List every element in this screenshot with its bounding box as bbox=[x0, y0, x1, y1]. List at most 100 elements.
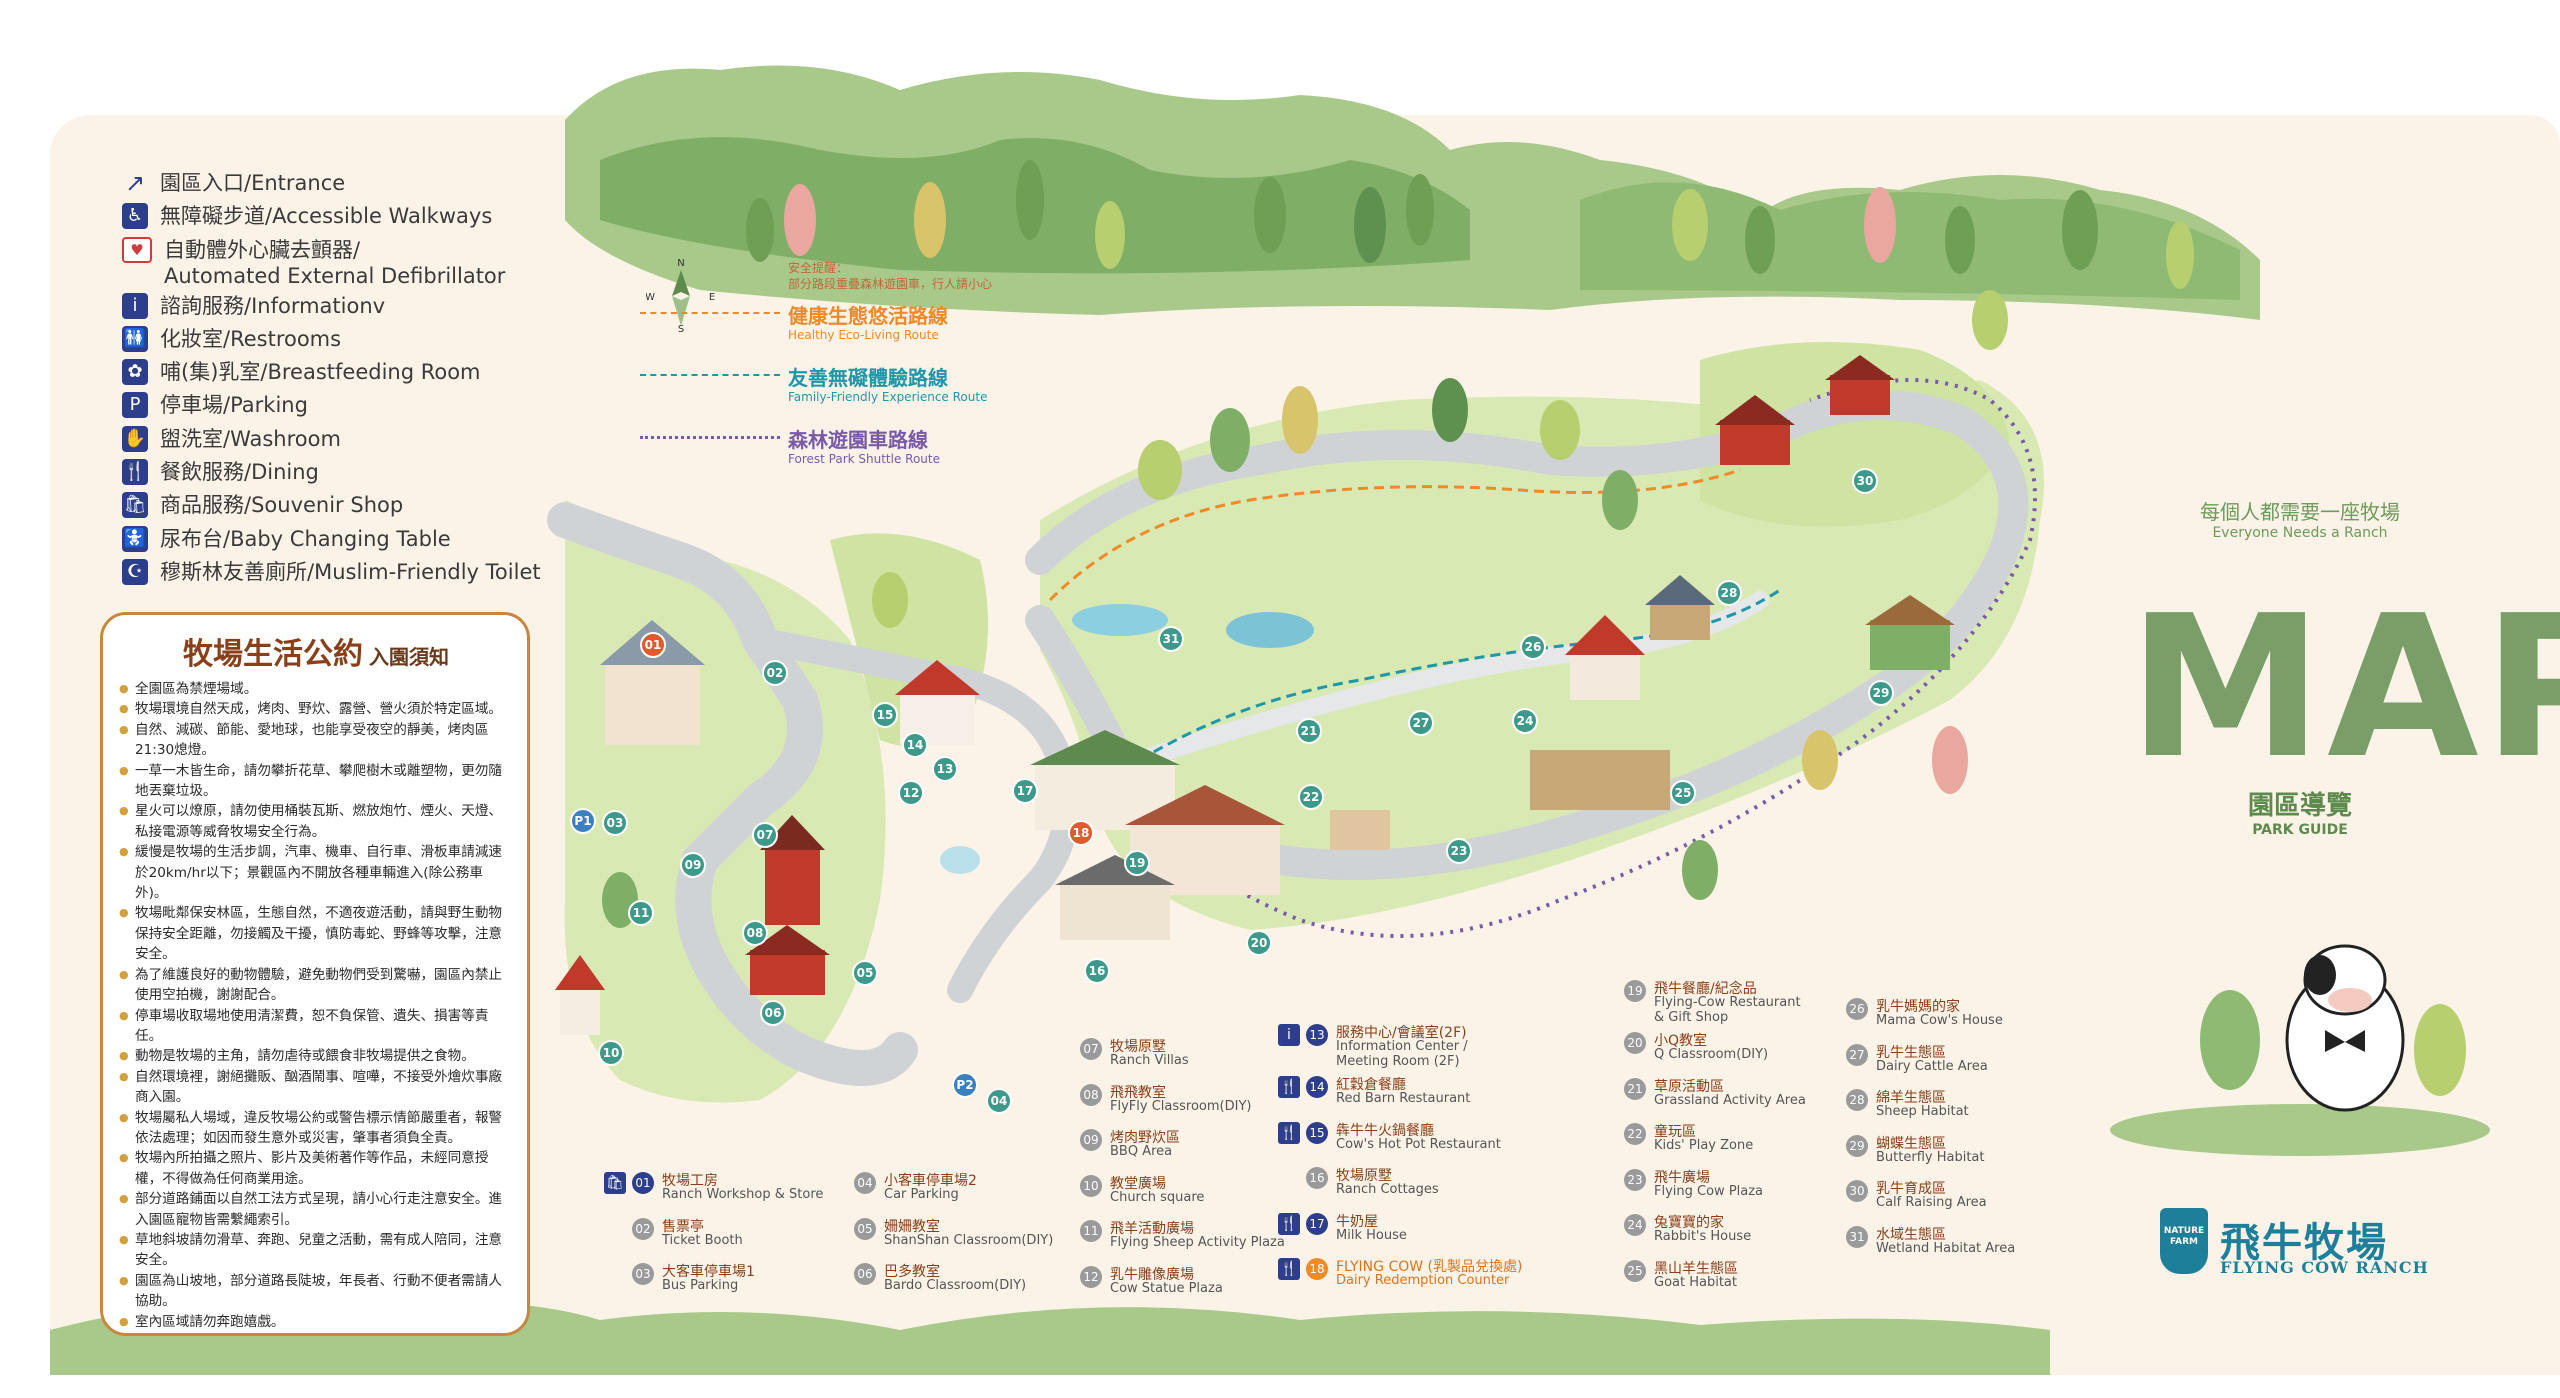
shop-icon: 🛍 bbox=[604, 1172, 626, 1194]
index-name-en: Ranch Villas bbox=[1110, 1053, 1189, 1068]
map-marker-13[interactable]: 13 bbox=[932, 756, 958, 782]
map-marker-28[interactable]: 28 bbox=[1716, 580, 1742, 606]
map-marker-03[interactable]: 03 bbox=[602, 810, 628, 836]
map-marker-21[interactable]: 21 bbox=[1296, 718, 1322, 744]
index-name-zh: 小客車停車場2 bbox=[884, 1173, 977, 1189]
cow-muzzle bbox=[2328, 988, 2372, 1012]
map-marker-17[interactable]: 17 bbox=[1012, 778, 1038, 804]
index-name-zh: 乳牛育成區 bbox=[1876, 1181, 1946, 1197]
route-family-en: Family-Friendly Experience Route bbox=[788, 390, 988, 404]
east-grass bbox=[1700, 342, 2010, 527]
map-marker-18[interactable]: 18 bbox=[1068, 820, 1094, 846]
map-marker-20[interactable]: 20 bbox=[1246, 930, 1272, 956]
map-marker-19[interactable]: 19 bbox=[1124, 850, 1150, 876]
index-name-zh: 乳牛媽媽的家 bbox=[1876, 999, 1960, 1015]
legend-label: 穆斯林友善廁所/Muslim-Friendly Toilet bbox=[160, 559, 541, 584]
info-icon: i bbox=[1278, 1024, 1300, 1046]
brand-name-zh: 飛牛牧場 bbox=[2220, 1220, 2388, 1266]
map-marker-10[interactable]: 10 bbox=[598, 1040, 624, 1066]
route-key: 安全提醒： 部分路段重疊森林遊園車，行人請小心 健康生態悠活路線 Healthy… bbox=[640, 260, 1060, 486]
map-marker-01[interactable]: 01 bbox=[640, 632, 666, 658]
baby-changing-icon: 🚼 bbox=[122, 525, 148, 552]
index-name-en: Church square bbox=[1110, 1189, 1205, 1205]
tree-clusters bbox=[602, 290, 2008, 928]
map-marker-07[interactable]: 07 bbox=[752, 822, 778, 848]
map-marker-15[interactable]: 15 bbox=[872, 702, 898, 728]
index-number: 03 bbox=[632, 1263, 654, 1285]
map-marker-27[interactable]: 27 bbox=[1408, 710, 1434, 736]
rule-item: 室內區域請勿奔跑嬉戲。 bbox=[119, 1312, 513, 1333]
map-marker-23[interactable]: 23 bbox=[1446, 838, 1472, 864]
map-marker-14[interactable]: 14 bbox=[902, 732, 928, 758]
index-number: 19 bbox=[1624, 980, 1646, 1002]
map-marker-06[interactable]: 06 bbox=[760, 1000, 786, 1026]
map-marker-02[interactable]: 02 bbox=[762, 660, 788, 686]
index-name-en: Ranch Workshop & Store bbox=[662, 1187, 824, 1202]
index-name-zh: 蝴蝶生態區 bbox=[1876, 1135, 1946, 1152]
map-marker-24[interactable]: 24 bbox=[1512, 708, 1538, 734]
map-marker-p2[interactable]: P2 bbox=[952, 1072, 978, 1098]
map-marker-16[interactable]: 16 bbox=[1084, 958, 1110, 984]
index-name-zh: 姍姍教室 bbox=[884, 1218, 940, 1235]
index-name-zh: 紅穀倉餐廳 bbox=[1336, 1077, 1406, 1093]
map-marker-22[interactable]: 22 bbox=[1298, 784, 1324, 810]
map-marker-09[interactable]: 09 bbox=[680, 852, 706, 878]
legend-label: 諮詢服務/Informationv bbox=[160, 293, 386, 318]
map-marker-31[interactable]: 31 bbox=[1158, 626, 1184, 652]
map-marker-29[interactable]: 29 bbox=[1868, 680, 1894, 706]
index-name-zh: 童玩區 bbox=[1654, 1124, 1696, 1140]
legend-label: 盥洗室/Washroom bbox=[160, 426, 341, 451]
rule-item: 牧場屬私人場域，違反牧場公約或警告標示情節嚴重者，報警依法處理；如因而發生意外或… bbox=[119, 1108, 513, 1149]
route-family-line bbox=[640, 374, 780, 376]
map-marker-12[interactable]: 12 bbox=[898, 780, 924, 806]
index-name-en: Dairy Cattle Area bbox=[1876, 1058, 1988, 1074]
dining-icon: 🍴 bbox=[122, 459, 148, 486]
tagline-zh: 每個人都需要一座牧場 bbox=[2200, 500, 2400, 524]
map-marker-30[interactable]: 30 bbox=[1852, 468, 1878, 494]
map-marker-25[interactable]: 25 bbox=[1670, 780, 1696, 806]
index-name-zh: 飛牛廣場 bbox=[1654, 1169, 1710, 1186]
map-marker-04[interactable]: 04 bbox=[986, 1088, 1012, 1114]
route-eco-line bbox=[640, 312, 780, 314]
map-marker-11[interactable]: 11 bbox=[628, 900, 654, 926]
map-marker-p1[interactable]: P1 bbox=[570, 808, 596, 834]
map-marker-05[interactable]: 05 bbox=[852, 960, 878, 986]
map-marker-26[interactable]: 26 bbox=[1520, 634, 1546, 660]
map-marker-08[interactable]: 08 bbox=[742, 920, 768, 946]
legend-entrance: ↗ 園區入口/Entrance bbox=[122, 170, 562, 203]
legend-label: 園區入口/Entrance bbox=[160, 171, 346, 195]
index-name-en: Red Barn Restaurant bbox=[1336, 1091, 1471, 1106]
